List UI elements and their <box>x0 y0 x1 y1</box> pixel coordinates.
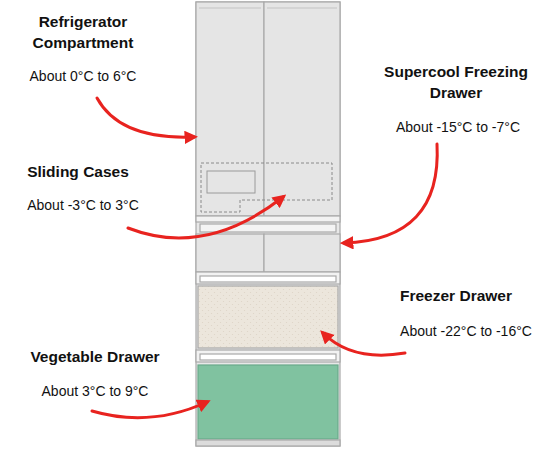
base <box>196 440 340 446</box>
separator <box>196 350 340 362</box>
leader-arrow <box>92 402 207 418</box>
temperature-range: About 0°C to 6°C <box>3 67 163 86</box>
handle <box>200 276 336 282</box>
door-edge <box>267 7 337 8</box>
separator <box>196 216 340 222</box>
temperature-range: About -3°C to 3°C <box>3 196 163 215</box>
sliding-case-outline <box>201 163 332 212</box>
temperature-range: About -22°C to -16°C <box>386 322 546 341</box>
compartment-name: Refrigerator Compartment <box>3 12 163 54</box>
leader-arrow <box>97 98 194 137</box>
supercool-drawer-right <box>264 234 340 272</box>
leader-arrow <box>128 197 283 238</box>
right-door <box>264 2 340 216</box>
supercool-drawer-left <box>196 234 264 272</box>
sliding-case-inner <box>207 171 255 193</box>
handle <box>200 354 336 360</box>
compartment-name: Vegetable Drawer <box>10 347 180 368</box>
separator <box>196 272 340 284</box>
compartment-name: Sliding Cases <box>3 162 153 183</box>
compartment-name: Freezer Drawer <box>376 286 536 307</box>
temperature-range: About 3°C to 9°C <box>10 382 180 401</box>
compartment-name: Supercool Freezing Drawer <box>372 62 540 104</box>
leader-arrow <box>344 144 437 243</box>
door-edge <box>199 7 261 8</box>
temperature-range: About -15°C to -7°C <box>378 118 538 137</box>
freezer-drawer <box>198 286 338 348</box>
left-door <box>196 2 264 216</box>
leader-arrow <box>323 333 405 355</box>
fridge-body <box>196 2 340 446</box>
vegetable-drawer <box>198 365 338 439</box>
